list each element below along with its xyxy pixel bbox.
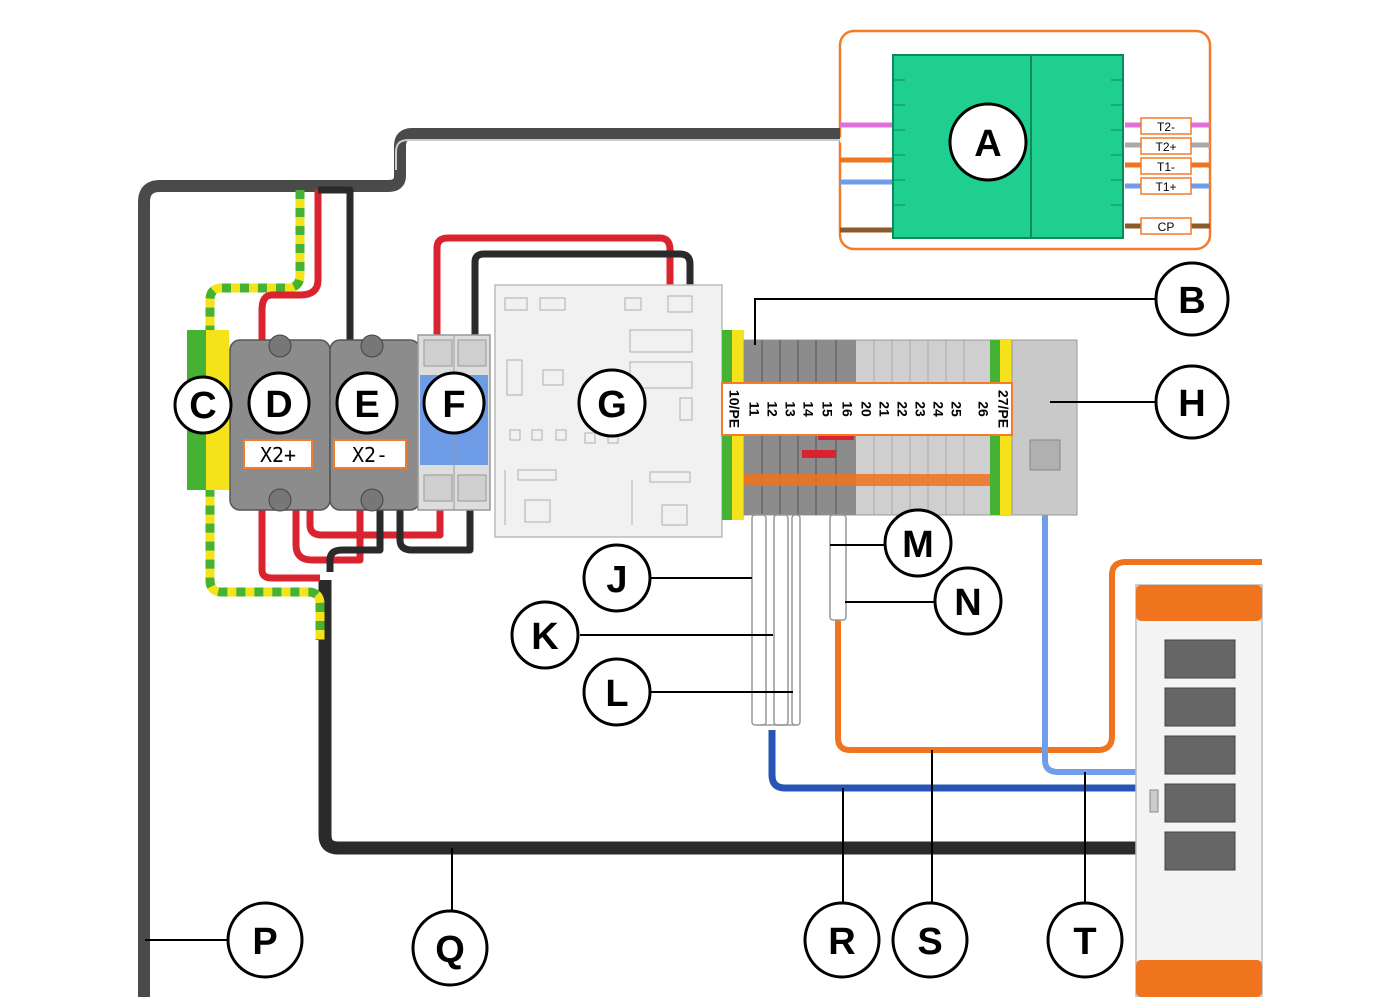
ferrules bbox=[751, 514, 847, 726]
terminal-label: 10/PE bbox=[726, 390, 742, 428]
callout-a: A bbox=[948, 102, 1028, 182]
tag-t1-minus: T1- bbox=[1157, 160, 1175, 174]
callout-s: S bbox=[891, 901, 969, 979]
terminal-label: 25 bbox=[948, 401, 964, 417]
callout-d: D bbox=[247, 371, 311, 435]
tag-t2-plus: T2+ bbox=[1155, 140, 1176, 154]
terminal-label: 13 bbox=[782, 401, 798, 417]
svg-text:S: S bbox=[917, 921, 942, 963]
svg-text:F: F bbox=[442, 384, 465, 426]
svg-text:H: H bbox=[1178, 383, 1205, 425]
terminal-label: 21 bbox=[876, 401, 892, 417]
terminal-label: 22 bbox=[894, 401, 910, 417]
svg-text:B: B bbox=[1178, 280, 1205, 322]
terminal-label: 24 bbox=[930, 401, 946, 417]
callout-t: T bbox=[1046, 901, 1124, 979]
svg-text:Q: Q bbox=[435, 929, 465, 971]
svg-text:G: G bbox=[597, 384, 627, 426]
callout-h: H bbox=[1154, 364, 1230, 440]
svg-text:A: A bbox=[974, 123, 1001, 165]
callout-q: Q bbox=[411, 909, 489, 987]
svg-text:P: P bbox=[252, 921, 277, 963]
cable-bundle-top bbox=[138, 128, 840, 997]
svg-text:L: L bbox=[605, 673, 628, 715]
module-a-tags: T2- T2+ T1- T1+ CP bbox=[1140, 117, 1192, 235]
callout-f: F bbox=[422, 371, 486, 435]
cabinet bbox=[1135, 584, 1263, 997]
svg-text:K: K bbox=[531, 616, 559, 658]
power-wires bbox=[258, 186, 694, 582]
callout-p: P bbox=[226, 901, 304, 979]
callout-n: N bbox=[933, 566, 1003, 636]
callout-g: G bbox=[577, 368, 647, 438]
terminal-label: 11 bbox=[746, 402, 762, 417]
svg-text:D: D bbox=[265, 384, 292, 426]
callout-l: L bbox=[582, 657, 652, 727]
tag-t2-minus: T2- bbox=[1157, 120, 1175, 134]
callout-b: B bbox=[1154, 261, 1230, 337]
leader-lines bbox=[145, 298, 1155, 941]
svg-text:C: C bbox=[189, 385, 216, 427]
callout-e: E bbox=[335, 371, 399, 435]
label-x2-minus: X2- bbox=[352, 443, 388, 467]
tag-t1-plus: T1+ bbox=[1155, 180, 1176, 194]
svg-text:E: E bbox=[354, 384, 379, 426]
svg-text:M: M bbox=[902, 524, 934, 566]
terminal-label: 14 bbox=[800, 401, 816, 417]
terminal-label: 16 bbox=[839, 401, 855, 417]
terminal-label: 23 bbox=[912, 401, 928, 417]
tag-cp: CP bbox=[1158, 220, 1175, 234]
terminal-label: 15 bbox=[819, 401, 835, 417]
module-a-body-right bbox=[1030, 54, 1124, 239]
svg-text:N: N bbox=[954, 582, 981, 624]
svg-text:J: J bbox=[606, 559, 627, 601]
terminal-label: 20 bbox=[858, 401, 874, 417]
callout-c: C bbox=[173, 375, 233, 435]
wire-t bbox=[1042, 455, 1145, 775]
svg-text:T: T bbox=[1073, 921, 1096, 963]
callout-k: K bbox=[510, 600, 580, 670]
callout-r: R bbox=[803, 901, 881, 979]
wire-q bbox=[318, 580, 1145, 855]
label-x2-plus: X2+ bbox=[260, 443, 296, 467]
wire-s bbox=[835, 559, 1262, 753]
terminal-label: 12 bbox=[764, 401, 780, 417]
svg-text:R: R bbox=[828, 921, 855, 963]
callout-m: M bbox=[883, 508, 953, 578]
module-a-pins bbox=[893, 79, 1123, 206]
terminal-label: 27/PE bbox=[995, 390, 1011, 428]
wire-r bbox=[768, 730, 1145, 792]
callout-j: J bbox=[582, 543, 652, 613]
terminal-label: 26 bbox=[975, 401, 991, 417]
